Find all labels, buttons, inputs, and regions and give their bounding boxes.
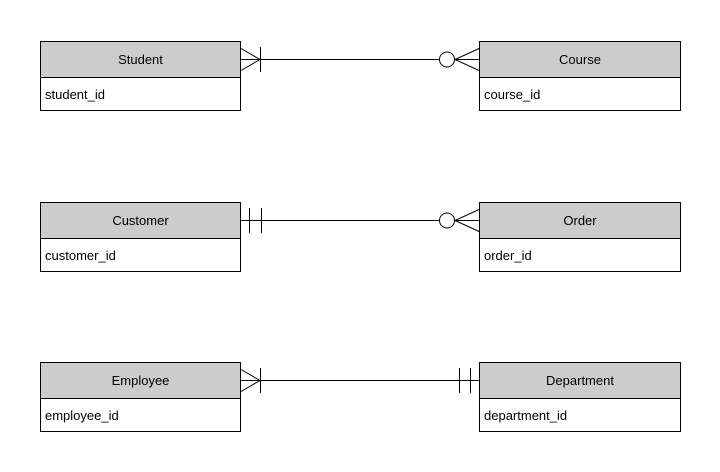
entity-attribute: course_id xyxy=(480,78,680,110)
entity-order: Order order_id xyxy=(479,202,681,272)
zero-or-many-crow-foot xyxy=(453,209,480,232)
entity-title: Department xyxy=(480,363,680,399)
zero-circle xyxy=(439,51,455,68)
entity-attribute: customer_id xyxy=(41,239,240,271)
entity-title: Course xyxy=(480,42,680,78)
entity-employee: Employee employee_id xyxy=(40,362,241,432)
connector-employee-department xyxy=(240,368,480,393)
entity-attribute: student_id xyxy=(41,78,240,110)
entity-title: Customer xyxy=(41,203,240,239)
entity-student: Student student_id xyxy=(40,41,241,111)
entity-title: Order xyxy=(480,203,680,239)
entity-course: Course course_id xyxy=(479,41,681,111)
entity-title: Employee xyxy=(41,363,240,399)
connector-student-course xyxy=(240,47,480,72)
entity-department: Department department_id xyxy=(479,362,681,432)
entity-customer: Customer customer_id xyxy=(40,202,241,272)
entity-attribute: order_id xyxy=(480,239,680,271)
zero-circle xyxy=(439,212,455,229)
zero-or-many-crow-foot xyxy=(453,48,480,71)
entity-attribute: employee_id xyxy=(41,399,240,431)
connector-customer-order xyxy=(241,208,480,233)
entity-attribute: department_id xyxy=(480,399,680,431)
entity-title: Student xyxy=(41,42,240,78)
